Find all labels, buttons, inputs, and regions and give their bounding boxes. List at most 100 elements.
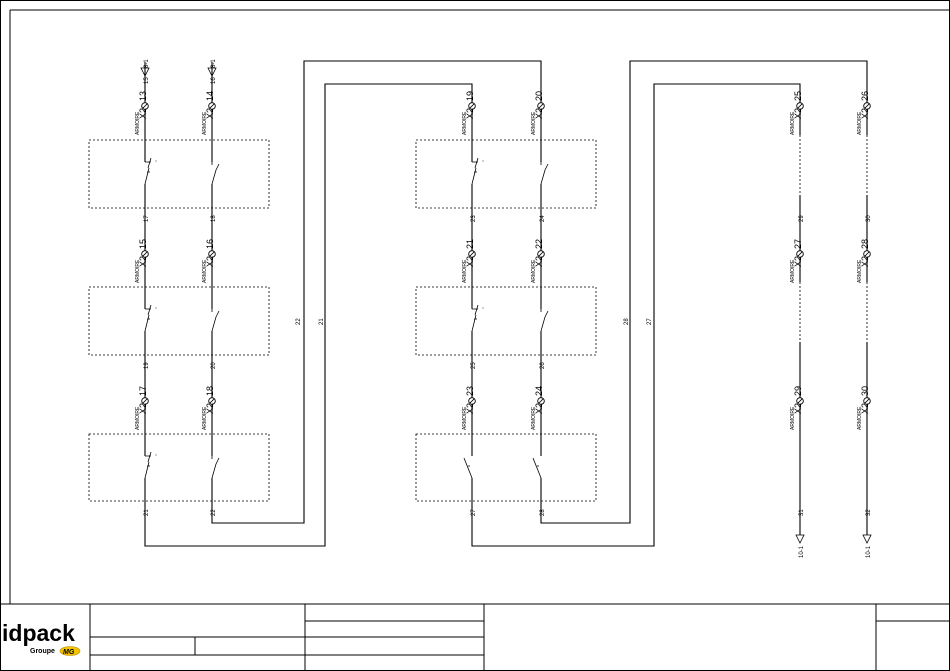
- terminal-number: 28: [860, 239, 870, 249]
- wire-label-15: 15: [144, 77, 150, 84]
- terminal-strip-id: X2: [860, 108, 870, 119]
- wiring: [144, 60, 868, 547]
- terminal-number: 14: [205, 91, 215, 101]
- terminal-strip-name: ARMOIRE: [135, 259, 141, 283]
- terminal-strip-id: X2: [465, 108, 475, 119]
- terminal-strip-name: ARMOIRE: [135, 406, 141, 430]
- wire-path-c2: [211, 60, 542, 524]
- offpage-ref-top-c2: 8-1: [211, 59, 217, 68]
- terminal-strip-id: X2: [860, 256, 870, 267]
- offpage-ref-bottom-c5: 10-1: [799, 545, 805, 558]
- contact-c1-3: [144, 451, 157, 479]
- terminal-strip-id: X2: [534, 403, 544, 414]
- wire-label-24: 24: [540, 215, 546, 222]
- terminal-strip-id: X2: [793, 403, 803, 414]
- terminal-number: 26: [860, 91, 870, 101]
- offpage-arrows: [140, 67, 872, 544]
- terminal-number: 25: [793, 91, 803, 101]
- terminal-strip-id: X2: [534, 108, 544, 119]
- contact-c2-3: [211, 456, 220, 479]
- idpack-logo: idpack Groupe MG: [2, 620, 81, 656]
- arrow-c5-bottom: [795, 534, 805, 544]
- terminal-number: 19: [465, 91, 475, 101]
- arrow-c1-top: [140, 67, 150, 77]
- terminal-strip-name: ARMOIRE: [462, 111, 468, 135]
- terminal-number: 22: [534, 239, 544, 249]
- contacts: [144, 157, 549, 479]
- wire-label-19: 19: [144, 362, 150, 369]
- terminal-strip-name: ARMOIRE: [790, 111, 796, 135]
- wire-label-28: 28: [540, 509, 546, 516]
- terminal-strip-name: ARMOIRE: [135, 111, 141, 135]
- wire-label-27: 27: [471, 509, 477, 516]
- terminal-strip-id: X2: [138, 403, 148, 414]
- terminal-number: 23: [465, 386, 475, 396]
- terminal-number: 18: [205, 386, 215, 396]
- wire-label-26: 26: [540, 362, 546, 369]
- terminal-strip-name: ARMOIRE: [462, 259, 468, 283]
- terminal-number: 27: [793, 239, 803, 249]
- terminal-strip-id: X2: [138, 256, 148, 267]
- terminal-strip-name: ARMOIRE: [531, 406, 537, 430]
- wire-path-c4: [540, 60, 868, 524]
- wire-label-loop-22: 22: [296, 318, 302, 325]
- device-box-r2: [415, 286, 597, 356]
- terminal-strip-id: X2: [465, 256, 475, 267]
- terminal-strip-id: X2: [793, 256, 803, 267]
- title-block: [0, 603, 950, 671]
- contact-c2-1: [211, 162, 220, 185]
- terminal-strip-id: X2: [534, 256, 544, 267]
- terminal-strip-name: ARMOIRE: [462, 406, 468, 430]
- wire-label-18: 18: [211, 215, 217, 222]
- wire-label-31: 31: [799, 509, 805, 516]
- terminal-strip-id: X2: [138, 108, 148, 119]
- arrow-c6-bottom: [862, 534, 872, 544]
- wire-path-c3: [471, 83, 801, 547]
- logo-group-badge: [59, 646, 81, 656]
- wire-label-22: 22: [211, 509, 217, 516]
- terminal-number: 16: [205, 239, 215, 249]
- terminal-strip-name: ARMOIRE: [857, 259, 863, 283]
- contact-c4-3: [532, 457, 542, 479]
- terminal-strip-name: ARMOIRE: [202, 259, 208, 283]
- terminal-number: 24: [534, 386, 544, 396]
- device-box-l1: [88, 139, 270, 209]
- terminal-number: 13: [138, 91, 148, 101]
- terminal-number: 29: [793, 386, 803, 396]
- terminal-strip-name: ARMOIRE: [790, 406, 796, 430]
- device-boxes: [88, 139, 597, 502]
- device-box-r3: [415, 433, 597, 502]
- terminal-number: 17: [138, 386, 148, 396]
- terminal-strip-id: X2: [860, 403, 870, 414]
- wire-label-20: 20: [211, 362, 217, 369]
- wire-label-17: 17: [144, 215, 150, 222]
- terminal-strip-name: ARMOIRE: [790, 259, 796, 283]
- wire-label-loop-21: 21: [319, 318, 325, 325]
- logo-sub-text: Groupe: [30, 648, 55, 655]
- contact-c3-3: [463, 457, 473, 479]
- contact-c3-1: [471, 157, 484, 185]
- wire-label-32: 32: [866, 509, 872, 516]
- wire-label-loop-27: 27: [647, 318, 653, 325]
- terminal-strip-id: X2: [793, 108, 803, 119]
- arrow-c2-top: [207, 67, 217, 77]
- terminal-number: 30: [860, 386, 870, 396]
- contact-c1-2: [144, 304, 157, 332]
- device-box-l3: [88, 433, 270, 502]
